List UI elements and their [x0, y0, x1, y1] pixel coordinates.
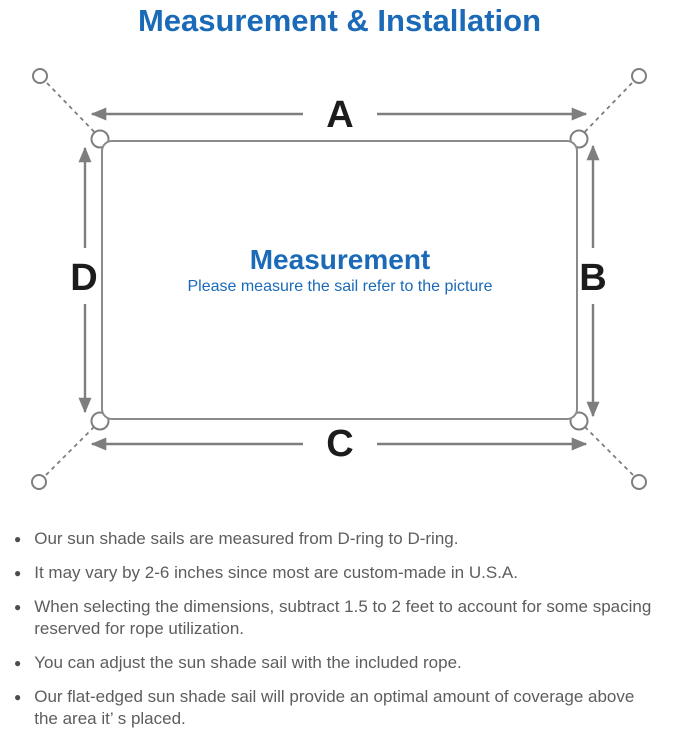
notes-list: ● Our sun shade sails are measured from … [14, 528, 669, 739]
dim-label-d: D [70, 257, 97, 299]
tether-line-bottom-left [45, 418, 103, 476]
shade-sail-outline [101, 140, 578, 420]
measurement-diagram: A B C D Measurement Please measure the s… [31, 68, 647, 490]
tether-line-top-right [575, 82, 633, 142]
dim-label-b: B [579, 257, 606, 299]
anchor-point-icon [631, 474, 647, 490]
list-item: ● Our flat-edged sun shade sail will pro… [14, 686, 669, 730]
bullet-icon: ● [14, 600, 22, 614]
dim-label-a: A [326, 94, 353, 136]
page-title: Measurement & Installation [137, 3, 542, 38]
note-text: Our flat-edged sun shade sail will provi… [34, 687, 635, 728]
note-text: You can adjust the sun shade sail with t… [34, 653, 462, 672]
bullet-icon: ● [14, 690, 22, 704]
tether-lines [45, 82, 634, 476]
note-text: Our sun shade sails are measured from D-… [34, 529, 459, 548]
anchor-point-icon [32, 68, 48, 84]
tether-line-top-left [46, 82, 104, 142]
dimension-arrows [78, 107, 600, 451]
list-item: ● It may vary by 2-6 inches since most a… [14, 562, 669, 584]
diagram-center-title: Measurement [250, 244, 431, 275]
bullet-icon: ● [14, 566, 22, 580]
list-item: ● Our sun shade sails are measured from … [14, 528, 669, 550]
bullet-icon: ● [14, 656, 22, 670]
diagram-center-subtitle: Please measure the sail refer to the pic… [187, 278, 492, 295]
tether-line-bottom-right [576, 418, 634, 476]
note-text: When selecting the dimensions, subtract … [34, 597, 652, 638]
list-item: ● When selecting the dimensions, subtrac… [14, 596, 669, 640]
anchor-point-icon [31, 474, 47, 490]
anchor-points [31, 68, 647, 490]
list-item: ● You can adjust the sun shade sail with… [14, 652, 669, 674]
note-text: It may vary by 2-6 inches since most are… [34, 563, 518, 582]
anchor-point-icon [631, 68, 647, 84]
dim-label-c: C [326, 423, 353, 465]
bullet-icon: ● [14, 532, 22, 546]
